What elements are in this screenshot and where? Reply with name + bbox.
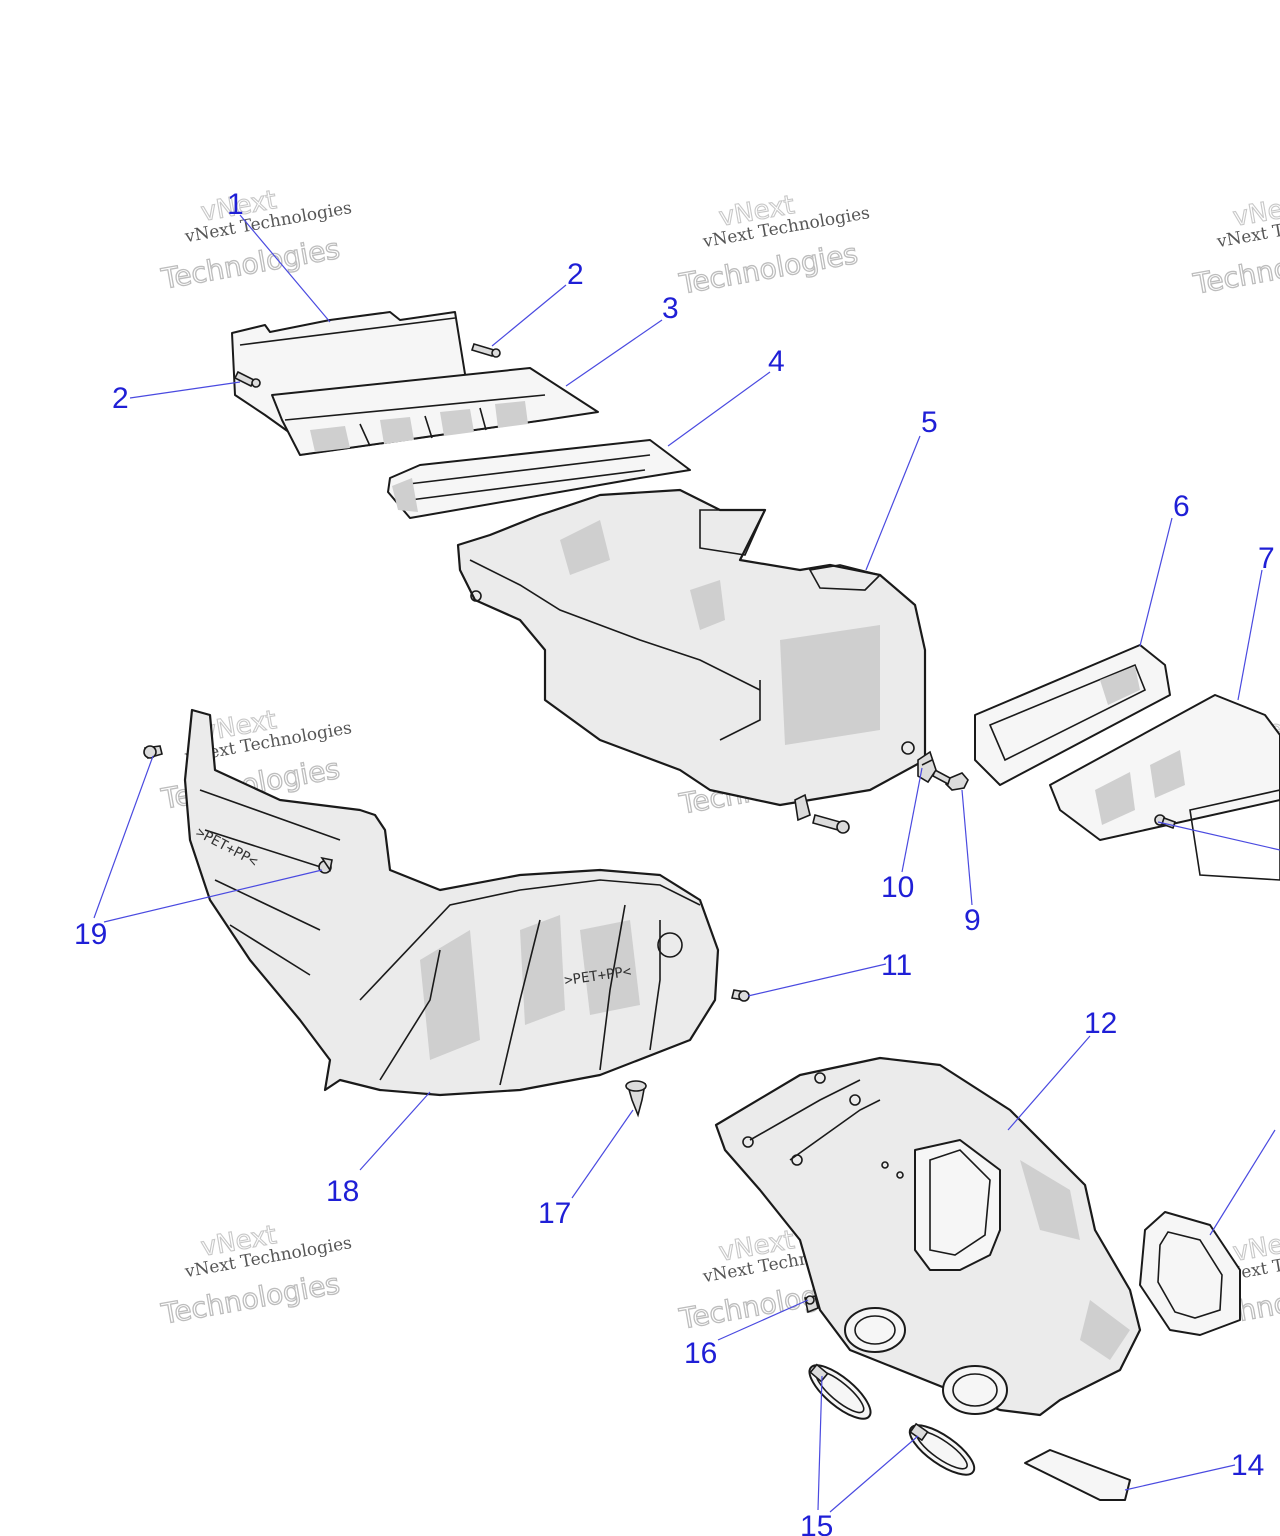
- callout-16[interactable]: 16: [684, 1337, 717, 1370]
- callout-12[interactable]: 12: [1084, 1007, 1117, 1040]
- callout-labels: 1 2 2 3 4 5 6 7 9 10 11 12 14 15 16 17 1…: [74, 188, 1275, 1536]
- leader-lines: [93, 214, 1280, 1513]
- part-16-screw[interactable]: [804, 1295, 819, 1314]
- part-3-grille-duct[interactable]: [271, 367, 599, 456]
- callout-2[interactable]: 2: [112, 382, 129, 415]
- callout-18[interactable]: 18: [326, 1175, 359, 1208]
- part-17-push-rivet[interactable]: [625, 1080, 647, 1118]
- callout-6[interactable]: 6: [1173, 490, 1190, 523]
- part-7-grille-frame[interactable]: [1049, 694, 1280, 881]
- part-9-nut[interactable]: [932, 768, 969, 791]
- callout-10[interactable]: 10: [881, 871, 914, 904]
- callout-7[interactable]: 7: [1258, 542, 1275, 575]
- callout-19[interactable]: 19: [74, 918, 107, 951]
- watermark: vNext vNext Technologies Technologies: [158, 185, 354, 297]
- callout-9[interactable]: 9: [964, 904, 981, 937]
- callout-15[interactable]: 15: [800, 1510, 833, 1536]
- part-14-foam-pad[interactable]: [1024, 1449, 1131, 1501]
- callout-3[interactable]: 3: [662, 292, 679, 325]
- gasket-ring[interactable]: [1139, 1211, 1241, 1336]
- part-10-clip[interactable]: [917, 750, 937, 784]
- part-15-clamp-right[interactable]: [903, 1417, 981, 1484]
- part-2-pin-left[interactable]: [233, 370, 261, 388]
- callout-17[interactable]: 17: [538, 1197, 571, 1230]
- part-2-pin-right[interactable]: [470, 343, 501, 358]
- callout-14[interactable]: 14: [1231, 1449, 1264, 1482]
- callout-5[interactable]: 5: [921, 406, 938, 439]
- part-19-screw-upper[interactable]: [143, 745, 163, 759]
- callout-11[interactable]: 11: [881, 949, 912, 982]
- part-4-vent-bar[interactable]: [387, 439, 691, 519]
- callout-1[interactable]: 1: [227, 188, 244, 221]
- watermark: vNext vNext Technologies Technologies: [1190, 190, 1280, 302]
- mounting-bolt[interactable]: [794, 793, 850, 834]
- part-11-screw[interactable]: [731, 989, 750, 1002]
- part-5-upper-airbox[interactable]: [456, 488, 927, 807]
- watermark: vNext vNext Technologies Technologies: [158, 1220, 354, 1332]
- part-15-clamp-left[interactable]: [802, 1357, 878, 1427]
- watermark: vNext vNext Technologies Technologies: [676, 190, 872, 302]
- callout-2[interactable]: 2: [567, 258, 584, 291]
- part-12-lower-airbox[interactable]: [714, 1056, 1142, 1417]
- part-18-lower-duct[interactable]: >PET+PP< >PET+PP<: [183, 708, 720, 1097]
- callout-4[interactable]: 4: [768, 345, 785, 378]
